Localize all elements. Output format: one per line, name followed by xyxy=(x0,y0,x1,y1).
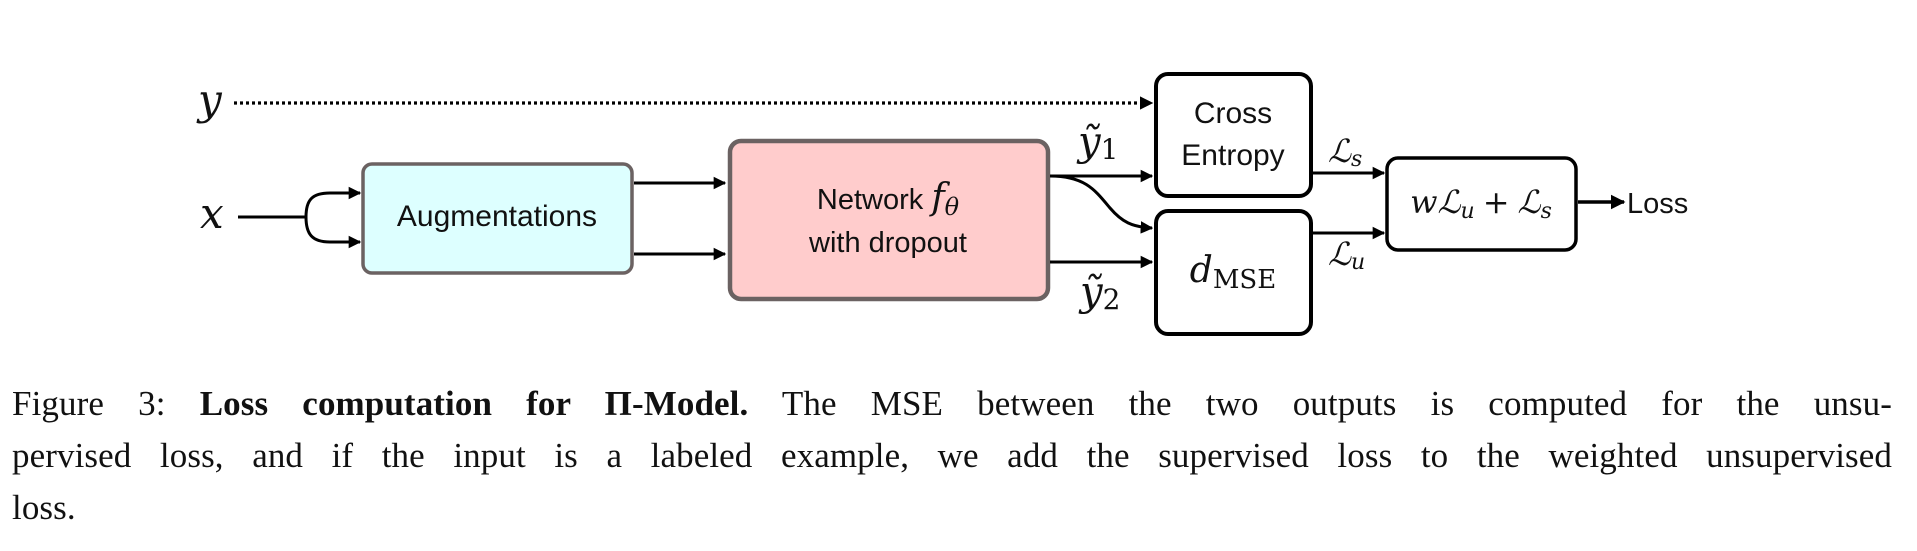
network-label-line1: Network fθ xyxy=(817,177,960,221)
edge-x-fork-bottom xyxy=(304,216,362,249)
mse-box: dMSE xyxy=(1154,209,1313,336)
augmentations-box: Augmentations xyxy=(361,162,634,275)
output-loss-label: Loss xyxy=(1627,188,1688,220)
label-y2-tilde: ỹ2 xyxy=(1078,269,1120,316)
label-y: y xyxy=(196,75,223,124)
caption-text-1: The MSE between the two outputs is compu… xyxy=(781,384,1892,423)
label-y1-tilde: ỹ1 xyxy=(1076,119,1118,166)
figure-caption: Figure 3: Loss computation for Π-Model. … xyxy=(12,378,1892,534)
caption-line-2: pervised loss, and if the input is a lab… xyxy=(12,436,1892,475)
edge-y1-to-mse xyxy=(1049,174,1154,234)
network-label-line2: with dropout xyxy=(808,227,967,259)
edge-x-fork-top xyxy=(304,186,362,218)
weighted-sum-formula: wℒu+ℒs xyxy=(1410,183,1552,224)
cross-entropy-label-line2: Entropy xyxy=(1181,139,1284,172)
caption-line-3: loss. xyxy=(12,488,76,527)
weighted-sum-box: wℒu+ℒs xyxy=(1385,156,1578,252)
caption-prefix: Figure 3: xyxy=(12,384,166,423)
caption-line-1: Figure 3: Loss computation for Π-Model. … xyxy=(12,378,1892,430)
augmentations-label: Augmentations xyxy=(397,200,597,233)
cross-entropy-label-line1: Cross xyxy=(1194,97,1272,130)
pi-model-diagram: y x Augmentations Network fθ with dropou… xyxy=(196,72,1688,336)
mse-label: dMSE xyxy=(1190,250,1276,295)
label-x: x xyxy=(200,189,224,238)
network-box: Network fθ with dropout xyxy=(727,138,1051,302)
label-loss-unsupervised: ℒu xyxy=(1328,235,1365,275)
cross-entropy-box: Cross Entropy xyxy=(1154,72,1313,198)
caption-title: Loss computation for Π-Model. xyxy=(199,384,749,423)
label-loss-supervised: ℒs xyxy=(1328,132,1362,172)
